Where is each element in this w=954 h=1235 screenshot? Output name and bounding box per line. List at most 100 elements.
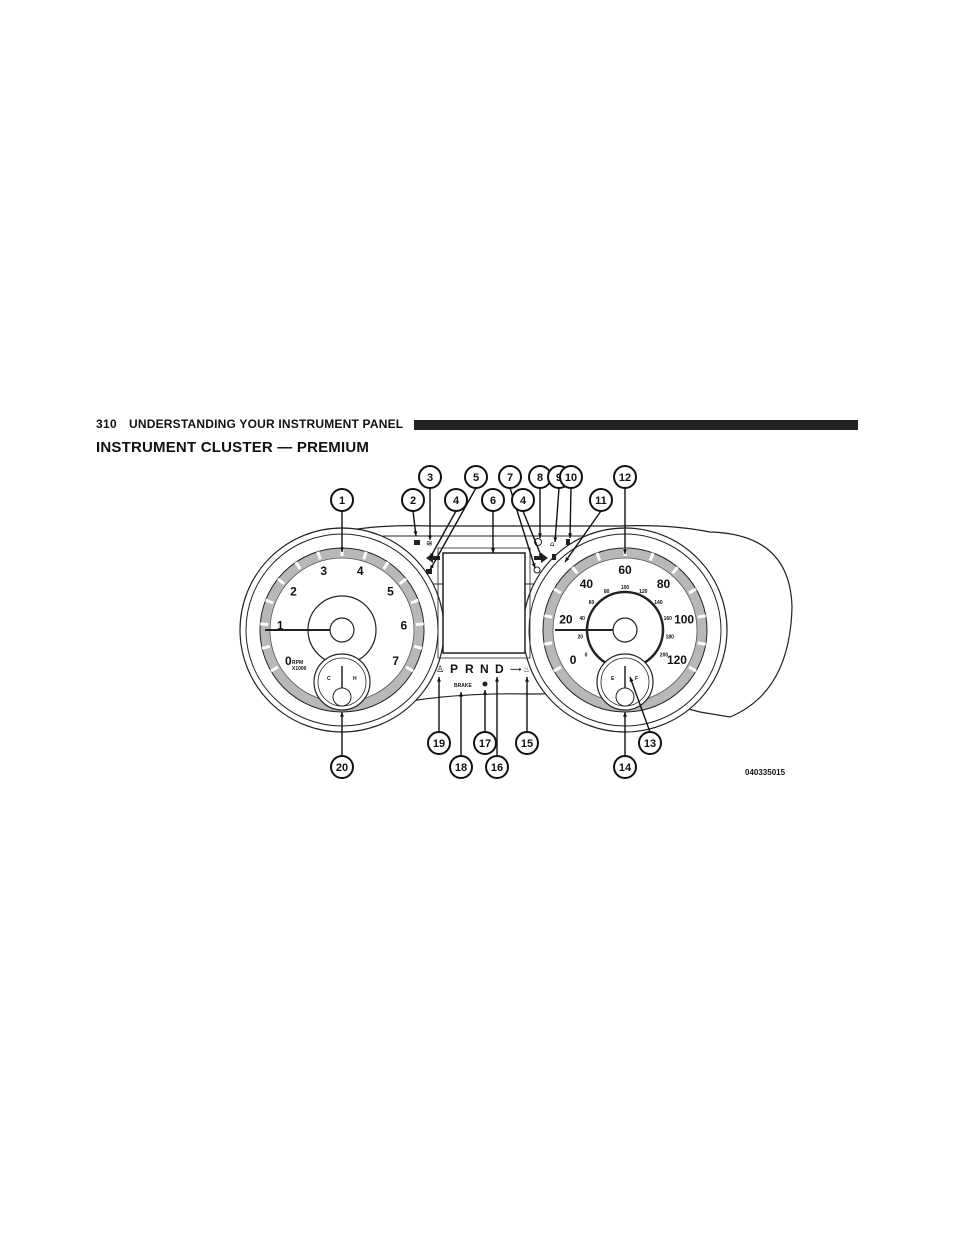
kmh-label-3: 60: [589, 600, 595, 606]
speed-tick-3: [553, 587, 562, 595]
callout-number-12: 12: [619, 472, 631, 484]
fuel-empty-label: E: [611, 676, 615, 682]
callout-circle-12: [613, 465, 637, 489]
fuel-full-label: F: [635, 676, 638, 682]
page-title: INSTRUMENT CLUSTER — PREMIUM: [96, 439, 370, 456]
speed-tick-9: [688, 587, 697, 595]
callout-arrow-6: [531, 563, 536, 568]
fuel-gauge: E F: [596, 653, 654, 711]
tach-tick-1: [261, 645, 271, 650]
section-title: UNDERSTANDING YOUR INSTRUMENT PANEL: [129, 417, 404, 431]
tpms-icon: [534, 538, 542, 546]
kmh-label-0: 0: [585, 653, 588, 659]
callout-circle-7: [511, 488, 535, 512]
kmh-label-5: 100: [621, 585, 630, 591]
callout-circle-2: [418, 465, 442, 489]
tach-label-0: 0: [285, 654, 292, 668]
callout-circle-11: [589, 488, 613, 512]
callout-circle-3: [444, 488, 468, 512]
tach-label-4: 4: [357, 564, 364, 578]
callout-circle-17: [473, 731, 497, 755]
callout-arrow-20: [340, 712, 344, 717]
tach-unit-label: RPM: [292, 660, 303, 666]
callout-arrow-4: [430, 565, 434, 570]
speed-tick-5: [595, 552, 602, 561]
callout-arrow-9: [553, 537, 558, 542]
tach-tick-12: [415, 622, 424, 626]
gear-p: P: [450, 662, 458, 676]
airbag-icon: ♨: [523, 665, 530, 674]
callout-arrow-15: [525, 677, 529, 682]
speed-tick-10: [697, 614, 707, 619]
callout-arrow-2: [428, 535, 432, 540]
right-indicator-icons: ⌂: [533, 538, 570, 574]
speed-label-1: 20: [559, 613, 573, 627]
tach-tick-3: [265, 598, 274, 605]
callout-leader-10: [569, 487, 572, 539]
callout-arrow-16: [495, 677, 499, 682]
page-number: 310: [96, 417, 117, 431]
kmh-label-7: 140: [654, 600, 663, 606]
tach-label-5: 5: [387, 584, 394, 598]
callout-arrow-7: [538, 553, 543, 558]
temp-hot-label: H: [353, 676, 357, 682]
callout-number-16: 16: [491, 762, 503, 774]
callout-arrow-10: [568, 533, 573, 538]
kmh-label-4: 80: [604, 589, 610, 595]
speed-tick-11: [697, 641, 707, 646]
tach-tick-6: [316, 551, 322, 560]
callout-number-8: 8: [537, 472, 543, 484]
tach-tick-5: [294, 561, 302, 570]
callout-circle-1: [401, 488, 425, 512]
callout-circle-19: [427, 731, 451, 755]
callout-number-18: 18: [455, 762, 467, 774]
speed-label-6: 120: [667, 653, 687, 667]
callout-leader-9: [554, 487, 560, 543]
tach-label-6: 6: [400, 618, 407, 632]
callout-number-15: 15: [521, 738, 533, 750]
callout-number-20: 20: [336, 762, 348, 774]
callout-number-4: 5: [473, 472, 479, 484]
callout-circle-16: [485, 755, 509, 779]
gear-d: D: [495, 662, 504, 676]
speed-label-2: 40: [580, 577, 594, 591]
callout-arrow-11: [565, 557, 570, 562]
header-rule: [414, 420, 858, 430]
park-lamp-icon: [426, 569, 432, 574]
callout-circle-13: [638, 731, 662, 755]
speed-label-5: 100: [674, 613, 694, 627]
tach-tick-9: [382, 561, 390, 570]
tach-tick-11: [410, 598, 419, 605]
callout-number-0: 1: [339, 495, 345, 507]
brake-label: BRAKE: [454, 683, 472, 689]
center-info-display: [442, 552, 526, 654]
tach-tick-0: [270, 665, 279, 673]
speed-tick-8: [671, 566, 679, 575]
lower-indicator-strip: ♙ P R N D ⟿ ♨ BRAKE: [436, 662, 530, 689]
turn-left-arrow-icon: [426, 553, 440, 563]
speed-tick-0: [553, 665, 562, 673]
callout-number-10: 10: [565, 472, 577, 484]
tach-label-7: 7: [392, 654, 399, 668]
kmh-label-1: 20: [577, 635, 583, 641]
callout-number-14: 14: [619, 762, 632, 774]
gear-r: R: [465, 662, 474, 676]
cruise-icon: ⟿: [510, 665, 522, 674]
kmh-label-10: 200: [660, 653, 669, 659]
callout-arrow-17: [483, 690, 487, 695]
kmh-label-8: 160: [664, 616, 673, 622]
callout-number-11: 11: [595, 495, 607, 507]
callout-leader-11: [564, 510, 602, 563]
callout-arrow-13: [629, 677, 634, 682]
callout-circle-4: [464, 465, 488, 489]
callout-number-17: 17: [479, 738, 491, 750]
callout-circle-15: [515, 731, 539, 755]
callout-number-6: 7: [507, 472, 513, 484]
tach-tick-14: [405, 665, 414, 673]
fuel-filter-icon: [566, 539, 570, 545]
tach-label-3: 3: [320, 564, 327, 578]
speed-tick-1: [543, 641, 553, 646]
callout-circle-0: [330, 488, 354, 512]
